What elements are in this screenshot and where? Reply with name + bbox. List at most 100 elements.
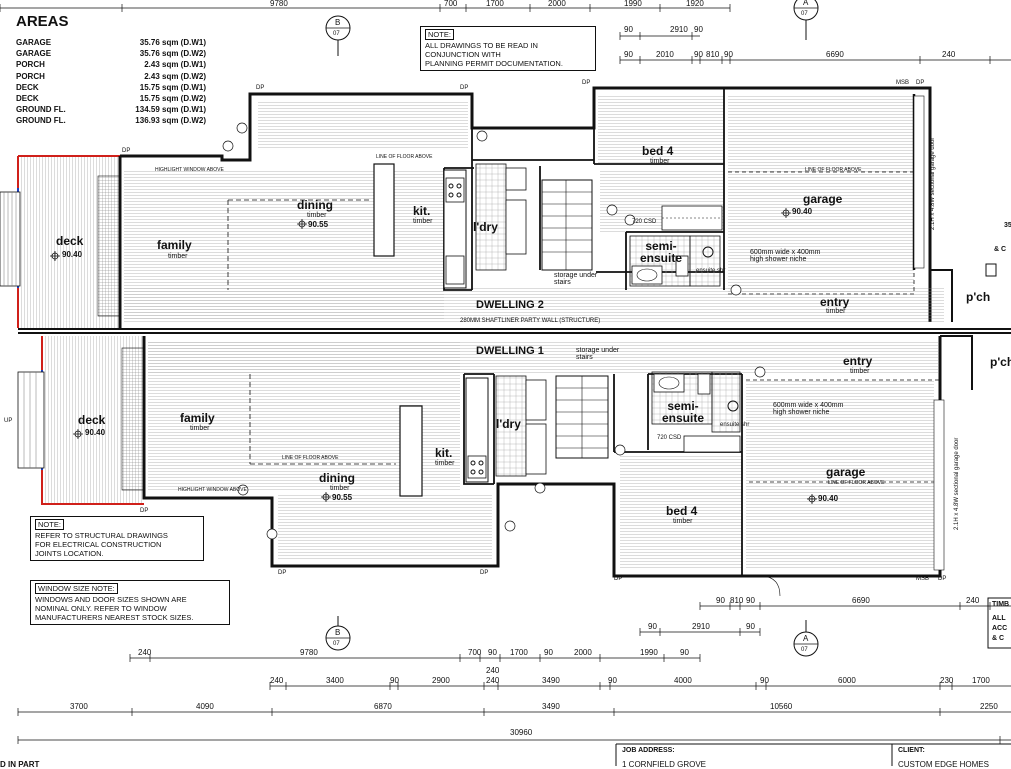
d2-porch-name: p'ch [966,290,991,304]
dimension-bottom4-0: 240 [270,676,284,685]
msb-label-top: MSB [896,80,910,86]
areas-row-label: PORCH [16,71,45,81]
areas-row-value: 2.43 sqm (D.W2) [144,71,206,81]
dimension-top3-0: 90 [624,50,633,59]
areas-row-value: 15.75 sqm (D.W2) [139,94,206,103]
d2-bed4-finish: timber [650,158,670,165]
d2-storage-label: storage under stairs [554,272,598,286]
section-b-top-sheet: 07 [333,31,340,37]
dwelling-1-walls [17,335,973,597]
d1-deck-level: 90.40 [85,428,106,437]
client-label: CLIENT: [898,747,925,754]
title-block-frame [615,597,1011,766]
planning-note: NOTE: ALL DRAWINGS TO BE READ IN CONJUNC… [420,26,596,71]
d1-dining-finish: timber [330,485,350,492]
dimension-top2-2: 90 [694,25,703,34]
structural-note-line-3: JOINTS LOCATION. [35,549,104,558]
dimension-bottom4-1: 3400 [326,676,344,685]
dimension-bottom3-8: 90 [680,648,689,657]
dp-label-1: DP [256,85,265,91]
d1-semi-ensuite-name: semi- ensuite [662,399,705,425]
dimension-bottom4-11: 1700 [972,676,990,685]
d2-dining-level: 90.55 [308,220,329,229]
d2-semi-ensuite-name: semi- ensuite [640,239,683,265]
section-b-bottom-sheet: 07 [333,641,340,647]
dimension-top3-3: 810 [706,50,720,59]
d2-garage-name: garage [803,192,843,206]
areas-row-value: 35.76 sqm (D.W2) [139,49,206,59]
areas-row-value: 35.76 sqm (D.W1) [139,38,206,47]
dwelling-2-walls [0,86,997,328]
d2-entry-name: entry [820,295,850,309]
job-address-value: 1 CORNFIELD GROVE [622,760,707,769]
right-edge-text-1: 35 [1004,222,1011,229]
right-edge-text-2: & C [994,246,1007,253]
dimension-bottom4-3: 2900 [432,676,450,685]
d1-deck-name: deck [78,413,106,427]
dimension-bottom5-5: 2250 [980,702,998,711]
d1-bed4-finish: timber [673,518,693,525]
job-address-label: JOB ADDRESS: [622,747,675,754]
d1-highlight-label: HIGHLIGHT WINDOW ABOVE [178,487,247,493]
areas-row-value: 2.43 sqm (D.W1) [144,60,206,70]
window-note-heading: WINDOW SIZE NOTE: [35,583,118,594]
dimension-bottom2-0: 90 [648,622,657,631]
d1-dining-name: dining [319,471,355,485]
dimension-top3-4: 90 [724,50,733,59]
dimension-top1-1: 700 [444,0,458,8]
level-markers [50,208,817,504]
dp-label-8: DP [480,570,489,576]
d1-family-name: family [180,411,215,425]
d1-dining-level: 90.55 [332,493,353,502]
dimension-bottom4-6: 90 [608,676,617,685]
dimension-bottom4-10: 230 [940,676,954,685]
dimension-top2-1: 2910 [670,25,688,34]
d2-kit-finish: timber [413,218,433,225]
d1-storage-label: storage under stairs [576,347,620,361]
d1-entry-finish: timber [850,368,870,375]
dimension-top3-6: 240 [942,50,956,59]
areas-title: AREAS [16,13,69,30]
d2-line-floor-label: LINE OF FLOOR ABOVE [376,154,433,160]
timber-box-title: TIMB [992,601,1010,608]
left-footer-text: D IN PART [0,760,40,769]
section-a-top-sheet: 07 [801,11,808,17]
structural-note: NOTE: REFER TO STRUCTURAL DRAWINGS FOR E… [30,516,204,561]
dimension-top1-2: 1700 [486,0,504,8]
dp-label-6: DP [140,508,149,514]
d2-dining-name: dining [297,198,333,212]
dimension-bottom4-8: 90 [760,676,769,685]
d1-garage-line-label: LINE OF FLOOR ABOVE [828,480,885,486]
areas-row-value: 134.59 sqm (D.W1) [135,105,206,115]
d2-ldry-name: l'dry [473,220,498,234]
timber-box-line-3: & C [992,635,1005,642]
areas-row-value: 136.93 sqm (D.W2) [135,116,206,126]
dimension-bottom3-6: 90 [488,648,497,657]
structural-note-line-2: FOR ELECTRICAL CONSTRUCTION [35,540,162,549]
party-wall-label: 280MM SHAFTLINER PARTY WALL (STRUCTURE) [460,318,601,324]
dimension-top1-4: 1990 [624,0,642,8]
up-label: UP [4,418,13,424]
window-size-note: WINDOW SIZE NOTE: WINDOWS AND DOOR SIZES… [30,580,230,625]
dimension-bottom5-1: 4090 [196,702,214,711]
dimension-bottom1-3: 6690 [852,596,870,605]
dimension-bottom2-1: 2910 [692,622,710,631]
dimension-bottom4-7: 4000 [674,676,692,685]
window-note-line-2: NOMINAL ONLY. REFER TO WINDOW [35,604,167,613]
section-a-top: A [803,0,809,7]
dimension-bottom5-4: 10560 [770,702,793,711]
d1-porch-name: p'ch [990,355,1011,369]
d2-garage-level: 90.40 [792,207,813,216]
dp-label-3: DP [582,80,591,86]
d1-kit-name: kit. [435,446,453,460]
dimension-bottom1-1: 810 [730,596,744,605]
dimension-bottom1-0: 90 [716,596,725,605]
section-a-bottom: A [803,634,809,643]
d1-garage-door-label: 2.1H x 4.8W sectional garage door [954,437,960,530]
dimension-bottom4-9: 6000 [838,676,856,685]
d1-niche-label: 600mm wide x 400mm high shower niche [773,402,844,416]
